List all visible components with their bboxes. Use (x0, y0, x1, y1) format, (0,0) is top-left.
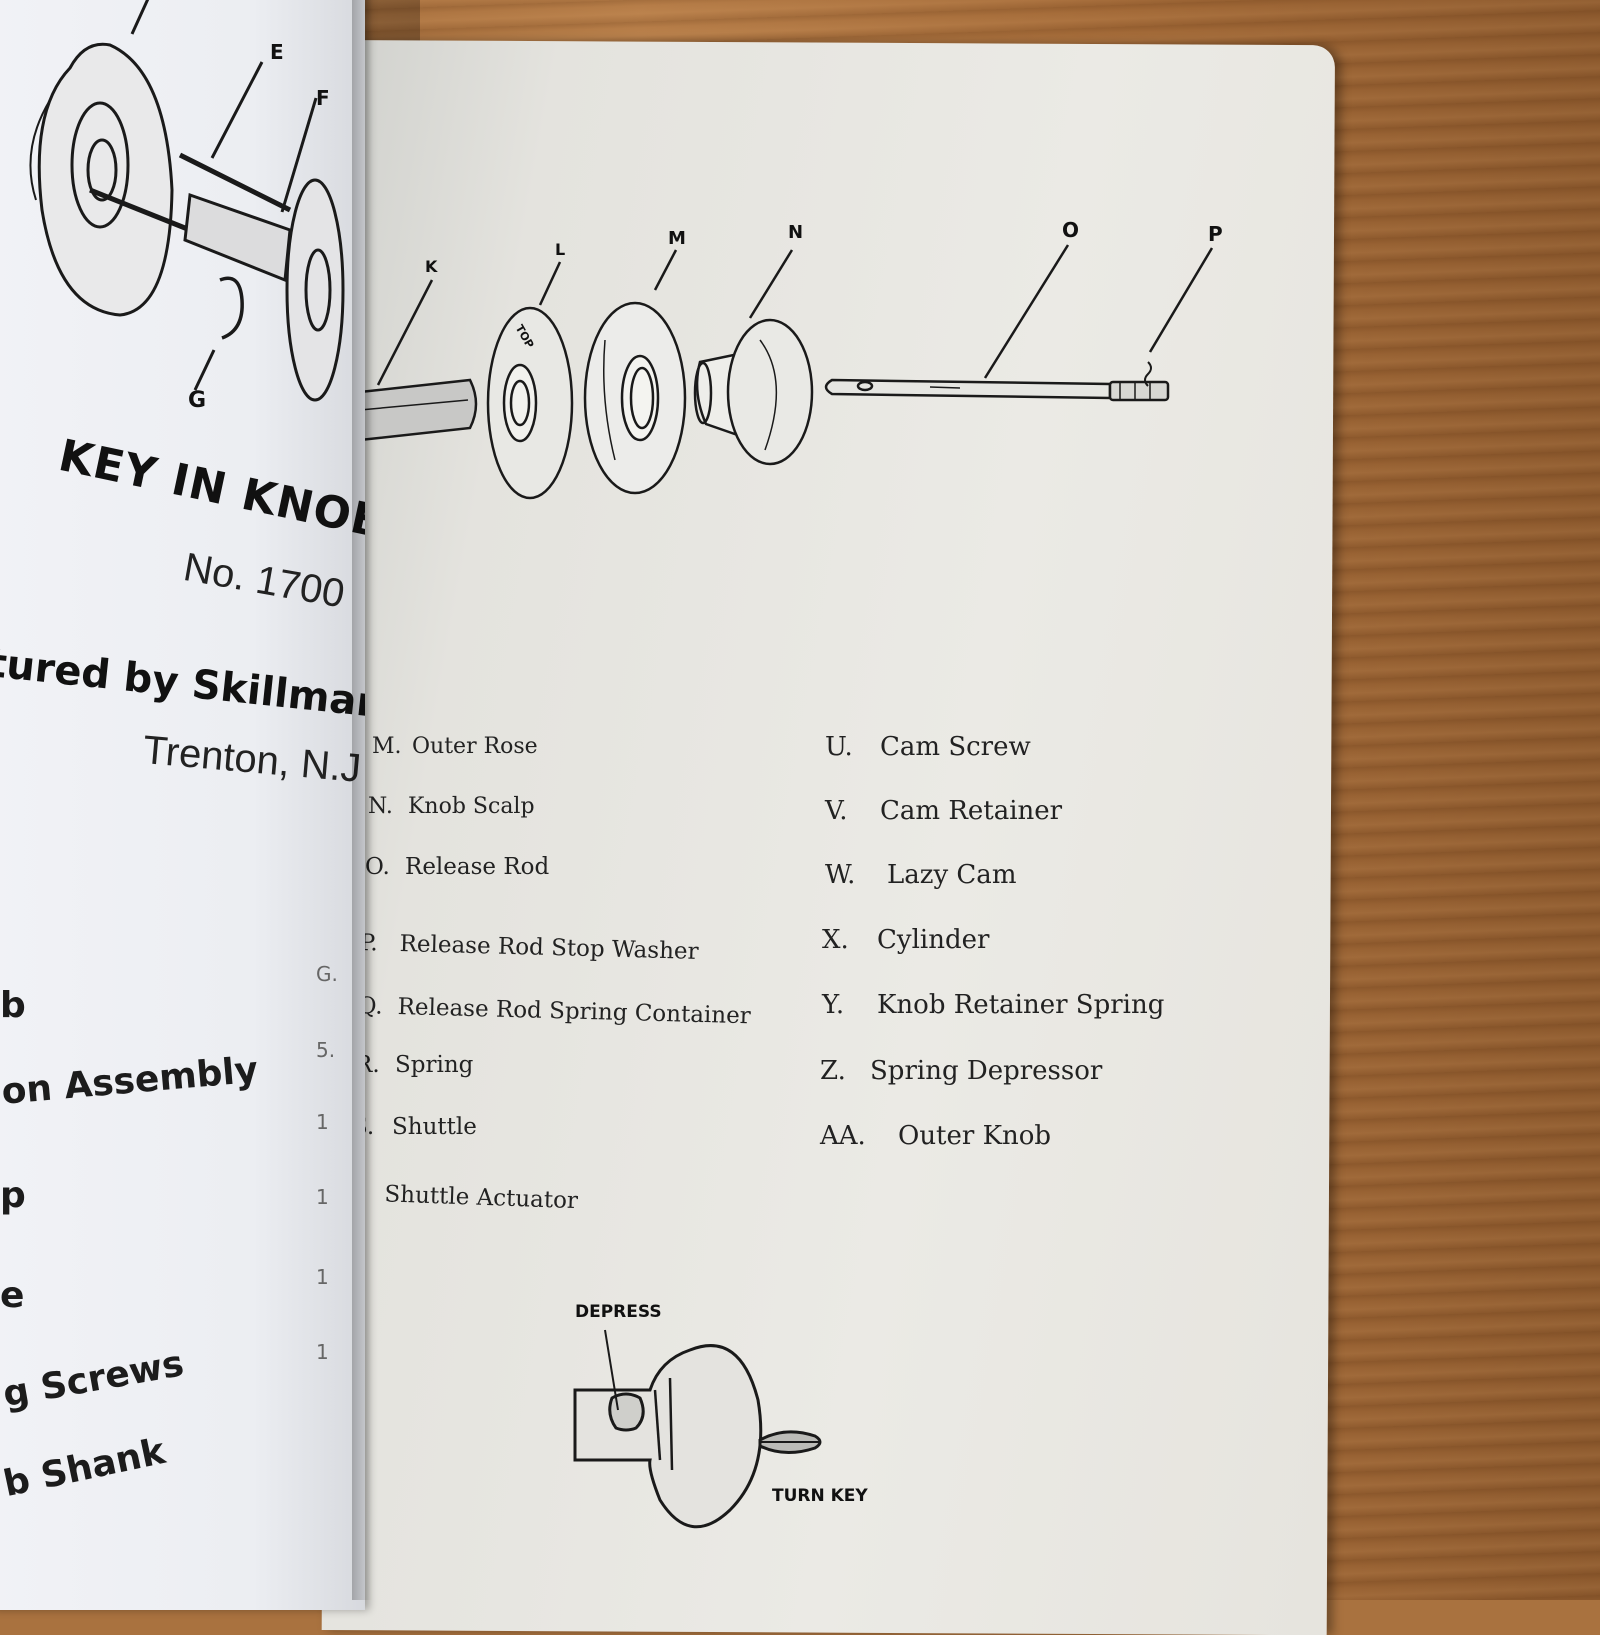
part-letter: AA. (820, 1121, 866, 1151)
left-list-item: b (0, 985, 26, 1026)
label-k: K (425, 257, 438, 276)
label-m: M (668, 228, 686, 249)
label-o: O (1062, 218, 1080, 242)
part-name: Cam Screw (880, 732, 1031, 762)
margin-mark: 1 (316, 1340, 329, 1364)
part-item: R.Spring (355, 1052, 473, 1078)
left-list-item: on Assembly (0, 1049, 260, 1113)
part-name: Outer Rose (412, 734, 538, 759)
part-letter: Y. (822, 990, 845, 1020)
part-item: N. Knob Scalp (368, 794, 535, 819)
part-letter: V. (825, 796, 848, 826)
part-name: Knob Scalp (408, 794, 535, 819)
part-letter: W. (825, 860, 856, 890)
part-letter: O. (365, 854, 390, 880)
city: Trenton, N.J (141, 728, 363, 791)
part-letter: X. (822, 925, 849, 955)
part-name: Release Rod (405, 854, 550, 880)
margin-mark: 1 (316, 1185, 329, 1209)
part-letter: U. (825, 732, 853, 762)
part-name: Spring (395, 1052, 474, 1078)
label-f: F (316, 86, 330, 110)
margin-mark: G. (316, 962, 338, 986)
left-list-item: e (0, 1275, 25, 1316)
model-number: No. 1700 (180, 545, 348, 617)
label-e: E (270, 40, 284, 64)
margin-mark: 1 (316, 1265, 329, 1289)
book-gutter (352, 0, 372, 1600)
left-list-item: b Shank (0, 1430, 169, 1506)
left-list-item: g Screws (0, 1343, 187, 1416)
part-item: M. Outer Rose (372, 734, 538, 759)
knob-removal-diagram (573, 1329, 822, 1529)
left-list-item: p (0, 1175, 26, 1216)
manufacturer: tured by Skillman Ha (0, 640, 365, 735)
part-name: Cylinder (877, 925, 990, 955)
part-name: Lazy Cam (887, 860, 1017, 890)
part-item: V. Cam Retainer (825, 796, 1062, 826)
part-item: AA. Outer Knob (820, 1121, 1051, 1151)
margin-mark: 1 (316, 1110, 329, 1134)
part-item: X. Cylinder (822, 925, 989, 955)
part-letter: N. (368, 794, 393, 819)
label-l: L (555, 240, 566, 259)
margin-mark: 5. (316, 1038, 336, 1062)
label-g: G (188, 388, 207, 413)
part-item: Y. Knob Retainer Spring (822, 990, 1164, 1020)
part-name: Shuttle (392, 1114, 477, 1140)
label-n: N (788, 222, 804, 243)
part-letter: M. (372, 734, 402, 759)
part-item: O. Release Rod (365, 854, 549, 880)
part-item: Z. Spring Depressor (820, 1056, 1102, 1086)
turn-key-label: TURN KEY (772, 1486, 868, 1506)
left-page: E F G KEY IN KNOB LOC No. 1700 tured by … (0, 0, 365, 1610)
part-name: Cam Retainer (880, 796, 1063, 826)
part-item: W. Lazy Cam (825, 860, 1016, 890)
exploded-parts-diagram-right (358, 244, 1214, 500)
part-name: Knob Retainer Spring (877, 990, 1165, 1020)
depress-label: DEPRESS (575, 1302, 662, 1322)
part-item: U. Cam Screw (825, 732, 1031, 762)
part-letter: Z. (820, 1056, 846, 1086)
exploded-parts-diagram-left (29, 0, 345, 402)
part-name: Outer Knob (898, 1121, 1052, 1151)
part-name: Spring Depressor (870, 1056, 1103, 1086)
label-p: P (1208, 222, 1223, 246)
